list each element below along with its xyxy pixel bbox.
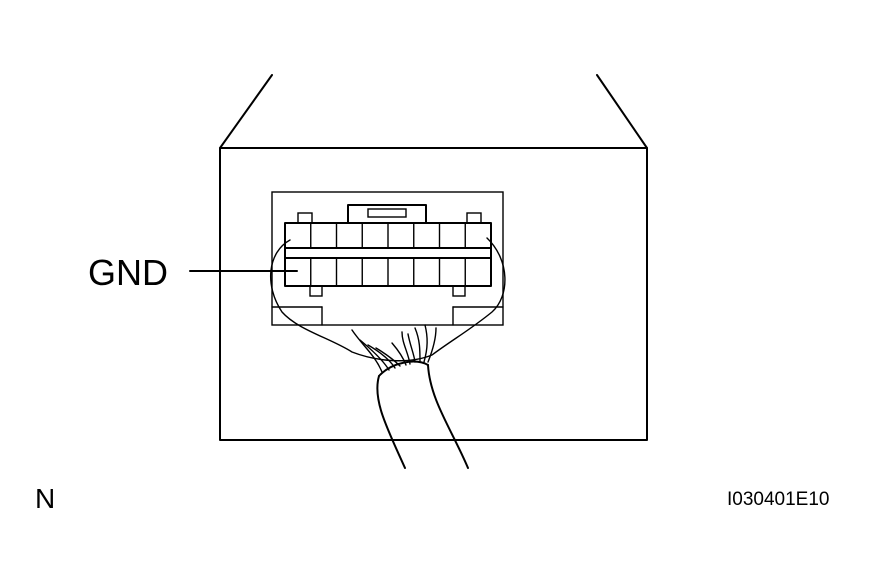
wire-harness	[351, 324, 469, 469]
terminal-grid	[310, 222, 466, 287]
gnd-highlight-outline	[270, 237, 506, 362]
figure-id-label: I030401E10	[727, 489, 830, 510]
connector-face	[284, 204, 492, 297]
view-marker-label: N	[35, 483, 55, 514]
gnd-label: GND	[88, 252, 168, 293]
connector-housing	[271, 191, 504, 326]
component-body	[219, 74, 648, 441]
